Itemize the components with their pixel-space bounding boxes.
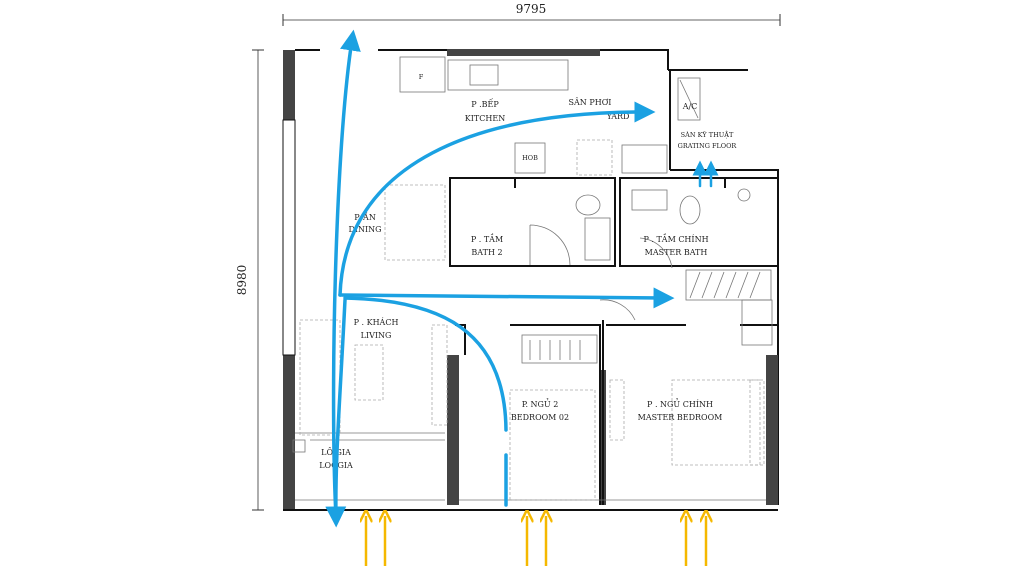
master-bath-label-en: MASTER BATH [645, 248, 708, 257]
width-dimension: 9795 [282, 2, 781, 26]
master-bath-label-vi: P . TẮM CHÍNH [643, 234, 708, 244]
airflow-arrow-vertical [331, 29, 361, 519]
walls [282, 49, 779, 511]
height-label: 8980 [235, 265, 249, 296]
master-bedroom-label-en: MASTER BEDROOM [638, 413, 723, 422]
ac-label: A/C [682, 102, 698, 111]
kitchen-label-vi: P .BẾP [471, 99, 499, 109]
grating-label-en: GRATING FLOOR [678, 142, 738, 150]
hob-label: HOB [522, 154, 538, 162]
width-label: 9795 [516, 2, 547, 16]
airflow-arrow-kitchen [338, 101, 656, 297]
bath2-label-en: BATH 2 [471, 248, 502, 257]
airflow-arrow-master [338, 287, 675, 309]
grating-label-vi: SÀN KỸ THUẬT [681, 130, 734, 139]
bath2-label-vi: P . TẮM [471, 234, 503, 244]
airflow-arrow-bedroom2 [343, 296, 508, 432]
furniture [292, 56, 773, 501]
master-bedroom-label-vi: P . NGỦ CHÍNH [647, 399, 713, 409]
fridge-label: F [419, 73, 424, 81]
bedroom2-label-en: BEDROOM 02 [511, 413, 569, 422]
bedroom2-label-vi: P. NGỦ 2 [522, 399, 559, 409]
kitchen-label-en: KITCHEN [465, 114, 505, 123]
airflow-arrows [325, 29, 719, 528]
height-dimension: 8980 [235, 49, 264, 511]
room-labels: F P .BẾP KITCHEN SÂN PHƠI YARD A/C SÀN K… [319, 73, 737, 470]
sunlight-arrows [366, 516, 706, 566]
dining-label-en: DINING [348, 225, 381, 234]
airflow-arrow-down [325, 298, 347, 528]
dining-label-vi: P. ĂN [354, 213, 376, 222]
living-label-vi: P . KHÁCH [354, 318, 399, 327]
yard-label-vi: SÂN PHƠI [569, 98, 612, 107]
yard-label-en: YARD [606, 112, 630, 121]
living-label-en: LIVING [361, 331, 392, 340]
